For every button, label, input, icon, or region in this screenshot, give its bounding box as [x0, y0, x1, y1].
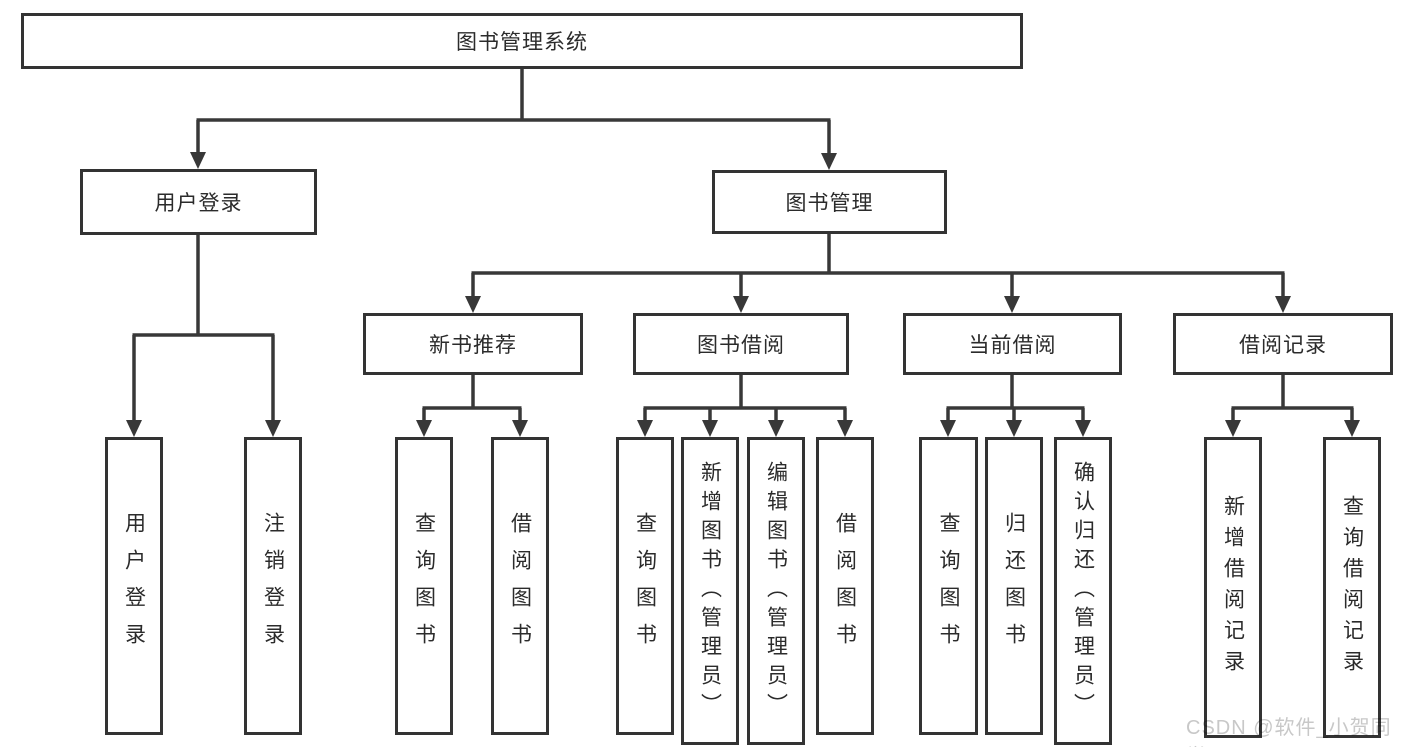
arrowhead: [126, 420, 142, 437]
leaf-query-borrow-record: 查询借阅记录: [1323, 437, 1381, 738]
arrowhead: [512, 420, 528, 437]
leaf-return-books: 归还图书: [985, 437, 1043, 735]
arrowhead: [190, 152, 206, 169]
arrowhead: [465, 296, 481, 313]
leaf-query-books-borrowing: 查询图书: [616, 437, 674, 735]
node-label: 图书管理系统: [456, 31, 588, 54]
leaf-borrow-books-borrowing: 借阅图书: [816, 437, 874, 735]
leaf-label: 查询借阅记录: [1340, 494, 1364, 681]
node-label: 图书借阅: [697, 334, 785, 357]
arrowhead: [837, 420, 853, 437]
node-label: 用户登录: [154, 192, 243, 215]
arrowhead: [265, 420, 281, 437]
leaf-query-books-recommend: 查询图书: [395, 437, 453, 735]
leaf-label: 编辑图书（管理员）: [764, 460, 788, 722]
arrowhead: [768, 420, 784, 437]
leaf-edit-books-admin: 编辑图书（管理员）: [747, 437, 805, 745]
connector-bookborrow-to-leaves: [643, 375, 847, 423]
connector-userlogin-to-leaves: [132, 235, 275, 423]
connector-borrowrecords-to-leaves: [1231, 375, 1354, 423]
node-book-borrowing: 图书借阅: [633, 313, 849, 375]
leaf-logout: 注销登录: [244, 437, 302, 735]
node-label: 当前借阅: [968, 334, 1057, 357]
leaf-user-login: 用户登录: [105, 437, 163, 735]
leaf-label: 归还图书: [1002, 512, 1026, 660]
leaf-label: 用户登录: [122, 512, 146, 660]
arrowhead: [1006, 420, 1022, 437]
node-current-borrowing: 当前借阅: [903, 313, 1122, 375]
node-book-management: 图书管理: [712, 170, 947, 234]
leaf-label: 借阅图书: [508, 512, 532, 660]
leaf-label: 查询图书: [937, 512, 960, 660]
leaf-label: 新增借阅记录: [1221, 494, 1245, 681]
node-root-system: 图书管理系统: [21, 13, 1023, 69]
connector-currentborrow-to-leaves: [946, 375, 1085, 423]
leaf-label: 查询图书: [633, 512, 657, 660]
node-borrowing-records: 借阅记录: [1173, 313, 1393, 375]
leaf-label: 确认归还（管理员）: [1071, 460, 1095, 722]
node-label: 借阅记录: [1239, 334, 1327, 357]
arrowhead: [637, 420, 653, 437]
leaf-add-borrow-record: 新增借阅记录: [1204, 437, 1262, 738]
arrowhead: [1275, 296, 1291, 313]
arrowheads: [126, 152, 1360, 437]
leaf-label: 借阅图书: [833, 512, 857, 660]
node-new-book-recommend: 新书推荐: [363, 313, 583, 375]
arrowhead: [940, 420, 956, 437]
arrowhead: [702, 420, 718, 437]
connector-bookmgmt-to-level3: [471, 234, 1285, 299]
csdn-watermark: CSDN @软件_小贺同学: [1186, 717, 1392, 747]
arrowhead: [416, 420, 432, 437]
arrowhead: [1075, 420, 1091, 437]
arrowhead: [821, 153, 837, 170]
node-label: 新书推荐: [429, 334, 517, 357]
leaf-query-books-current: 查询图书: [919, 437, 978, 735]
node-user-login: 用户登录: [80, 169, 317, 235]
leaf-label: 查询图书: [412, 512, 436, 660]
arrowhead: [1225, 420, 1241, 437]
arrowhead: [733, 296, 749, 313]
leaf-add-books-admin: 新增图书（管理员）: [681, 437, 739, 745]
leaf-confirm-return-admin: 确认归还（管理员）: [1054, 437, 1112, 745]
leaf-label: 注销登录: [261, 512, 285, 660]
arrowhead: [1004, 296, 1020, 313]
node-label: 图书管理: [785, 192, 874, 215]
arrowhead: [1344, 420, 1360, 437]
leaf-borrow-books-recommend: 借阅图书: [491, 437, 549, 735]
leaf-label: 新增图书（管理员）: [698, 460, 722, 722]
connector-root-to-level2: [196, 69, 831, 156]
connector-newbookrec-to-leaves: [422, 375, 522, 423]
